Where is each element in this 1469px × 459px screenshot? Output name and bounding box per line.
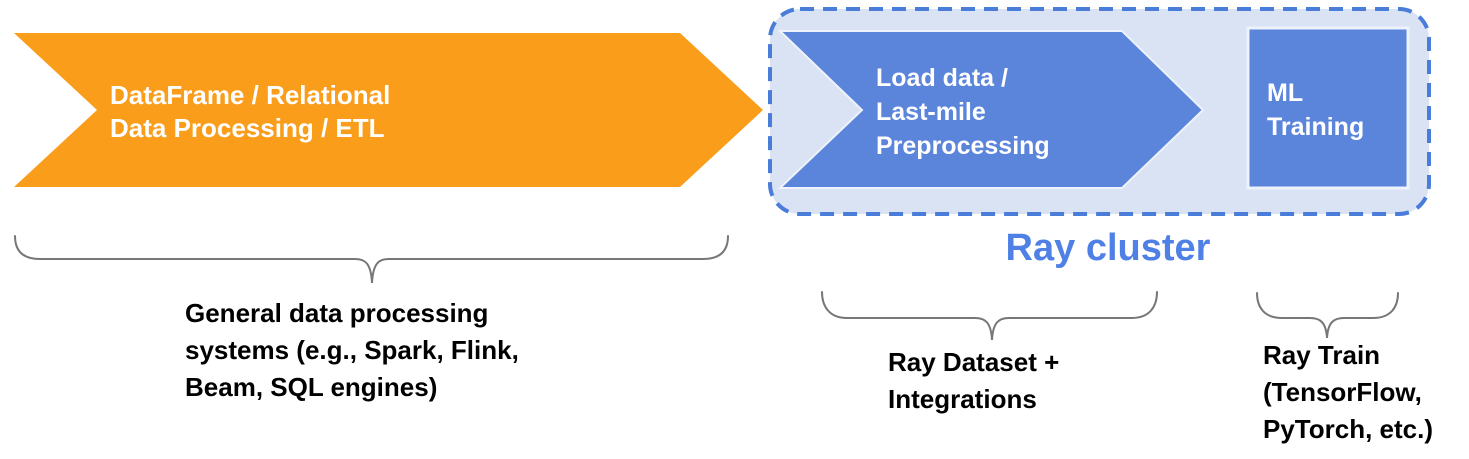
- ml-training-box-label: ML Training: [1267, 79, 1365, 141]
- ray-cluster-title: Ray cluster: [1005, 227, 1211, 269]
- ray-dataset-annotation: Ray Dataset + Integrations: [888, 347, 1060, 414]
- load-data-arrow-label: Load data / Last-mile Preprocessing: [876, 64, 1050, 160]
- ml-training-box-shape: [1246, 26, 1410, 190]
- ray-train-brace: [1256, 292, 1399, 339]
- ray-dataset-brace: [821, 291, 1158, 341]
- etl-arrow-shape: [14, 33, 763, 187]
- general-systems-annotation: General data processing systems (e.g., S…: [185, 298, 519, 402]
- etl-arrow-label: DataFrame / Relational Data Processing /…: [110, 80, 391, 143]
- load-data-arrow-shape: [777, 30, 1205, 189]
- general-systems-brace: [14, 235, 729, 284]
- ray-train-annotation: Ray Train (TensorFlow, PyTorch, etc.): [1263, 340, 1434, 444]
